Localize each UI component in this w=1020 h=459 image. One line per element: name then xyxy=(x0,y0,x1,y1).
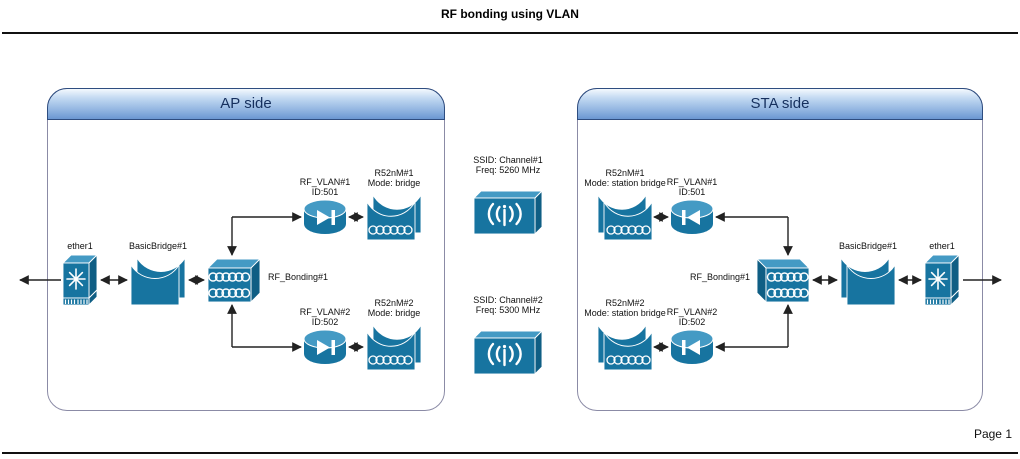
ap-vlan1-label: RF_VLAN#1 xyxy=(299,177,351,187)
chain-bonding-icon xyxy=(755,257,811,303)
wireless-channel-icon xyxy=(472,189,544,235)
sta-radio2-node: R52nM#2 Mode: station bridge xyxy=(584,298,666,372)
sta-basicbridge-label: BasicBridge#1 xyxy=(838,241,898,251)
sta-vlan1-node: RF_VLAN#1 ID:501 xyxy=(666,177,718,235)
sta-vlan2-id: ID:502 xyxy=(678,317,706,327)
channel1-node: SSID: Channel#1 Freq: 5260 MHz xyxy=(464,155,552,235)
ap-vlan1-node: RF_VLAN#1 ID:501 xyxy=(299,177,351,235)
top-divider xyxy=(2,32,1018,34)
switch-icon xyxy=(923,253,961,307)
wireless-channel-icon xyxy=(472,329,544,375)
switch-icon xyxy=(61,253,99,307)
sta-radio2-label: R52nM#2 xyxy=(605,298,645,308)
vlan-disk-icon xyxy=(303,329,347,364)
ap-radio2-mode: Mode: bridge xyxy=(367,308,421,318)
wireless-card-icon xyxy=(597,193,653,241)
channel1-freq: Freq: 5260 MHz xyxy=(475,165,541,175)
sta-basicbridge-node: BasicBridge#1 xyxy=(838,241,898,309)
sta-vlan2-label: RF_VLAN#2 xyxy=(666,307,718,317)
sta-ether1-node: ether1 xyxy=(914,241,970,307)
sta-radio1-mode: Mode: station bridge xyxy=(584,178,666,188)
sta-vlan1-label: RF_VLAN#1 xyxy=(666,177,718,187)
ap-radio1-node: R52nM#1 Mode: bridge xyxy=(365,168,423,242)
ap-radio2-label: R52nM#2 xyxy=(374,298,414,308)
chain-bonding-icon xyxy=(206,257,262,303)
sta-bonding-label: RF_Bonding#1 xyxy=(689,272,750,282)
ap-ether1-node: ether1 xyxy=(52,241,108,307)
vlan-disk-icon xyxy=(670,329,714,364)
page-title: RF bonding using VLAN xyxy=(441,7,579,21)
ap-bonding-node xyxy=(206,257,262,303)
ap-radio1-mode: Mode: bridge xyxy=(367,178,421,188)
ap-basicbridge-node: BasicBridge#1 xyxy=(128,241,188,309)
ap-radio1-label: R52nM#1 xyxy=(374,168,414,178)
sta-ether1-label: ether1 xyxy=(929,241,955,251)
sta-radio1-node: R52nM#1 Mode: station bridge xyxy=(584,168,666,242)
sta-radio1-label: R52nM#1 xyxy=(605,168,645,178)
channel2-ssid: SSID: Channel#2 xyxy=(473,295,543,305)
sta-vlan1-id: ID:501 xyxy=(678,187,706,197)
ap-vlan2-id: ID:502 xyxy=(311,317,339,327)
ap-basicbridge-label: BasicBridge#1 xyxy=(128,241,188,251)
sta-bonding-node xyxy=(755,257,811,303)
wireless-card-icon xyxy=(597,323,653,371)
page-number: Page 1 xyxy=(973,427,1012,441)
ap-side-group: AP side xyxy=(47,88,445,411)
channel2-freq: Freq: 5300 MHz xyxy=(475,305,541,315)
ap-ether1-label: ether1 xyxy=(67,241,93,251)
channel2-node: SSID: Channel#2 Freq: 5300 MHz xyxy=(464,295,552,375)
ap-vlan1-id: ID:501 xyxy=(311,187,339,197)
ap-vlan2-label: RF_VLAN#2 xyxy=(299,307,351,317)
wireless-card-icon xyxy=(366,193,422,241)
sta-vlan2-node: RF_VLAN#2 ID:502 xyxy=(666,307,718,365)
ap-radio2-node: R52nM#2 Mode: bridge xyxy=(365,298,423,372)
vlan-disk-icon xyxy=(303,199,347,234)
bridge-icon xyxy=(130,256,186,306)
bottom-divider xyxy=(2,452,1018,454)
vlan-disk-icon xyxy=(670,199,714,234)
ap-side-header: AP side xyxy=(47,88,445,120)
sta-side-header: STA side xyxy=(577,88,983,120)
sta-radio2-mode: Mode: station bridge xyxy=(584,308,666,318)
ap-bonding-label: RF_Bonding#1 xyxy=(268,272,329,282)
channel1-ssid: SSID: Channel#1 xyxy=(473,155,543,165)
ap-vlan2-node: RF_VLAN#2 ID:502 xyxy=(299,307,351,365)
wireless-card-icon xyxy=(366,323,422,371)
bridge-icon xyxy=(840,256,896,306)
